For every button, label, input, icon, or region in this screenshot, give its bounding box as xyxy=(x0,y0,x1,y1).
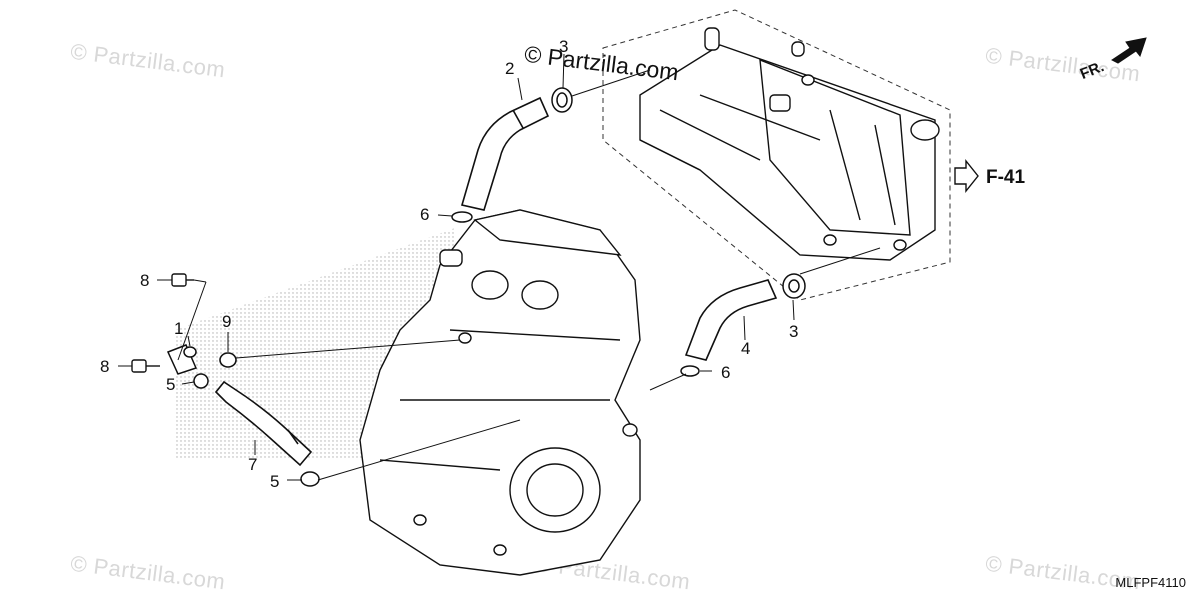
callout-8-lower: 8 xyxy=(100,357,110,376)
reference-f41-link[interactable]: F-41 xyxy=(986,167,1026,188)
hose-lower xyxy=(214,380,313,467)
callout-2: 2 xyxy=(505,59,515,78)
leader-lines xyxy=(118,53,881,481)
clamp-upper xyxy=(551,87,573,113)
hose-upper xyxy=(460,96,550,211)
ring-upper xyxy=(451,211,473,223)
callout-3-right: 3 xyxy=(789,322,799,341)
diagram-code: MLFPF4110 xyxy=(1115,575,1186,590)
clamp-lower xyxy=(300,471,320,487)
ring-right xyxy=(680,365,700,377)
clamp-joint xyxy=(193,373,209,389)
radiator xyxy=(639,27,940,261)
joint xyxy=(166,344,198,375)
callout-1: 1 xyxy=(174,319,184,338)
callout-6-upper: 6 xyxy=(420,205,430,224)
callout-4: 4 xyxy=(741,339,751,358)
arrow-right-outline-icon xyxy=(954,159,979,193)
hose-right xyxy=(684,279,778,361)
radiator-area-frame xyxy=(602,9,951,301)
bolt-upper xyxy=(171,273,194,287)
engine xyxy=(359,209,641,576)
callout-3-upper: 3 xyxy=(559,37,569,56)
callout-7: 7 xyxy=(248,455,258,474)
callout-6-right: 6 xyxy=(721,363,731,382)
callout-8-upper: 8 xyxy=(140,271,150,290)
clamp-right xyxy=(782,273,806,299)
callout-9: 9 xyxy=(222,312,232,331)
callout-5-upper: 5 xyxy=(166,375,176,394)
o-ring xyxy=(219,352,237,368)
bolt-lower xyxy=(131,359,160,373)
callout-5-lower: 5 xyxy=(270,472,280,491)
front-direction-arrow-icon xyxy=(1111,37,1147,64)
